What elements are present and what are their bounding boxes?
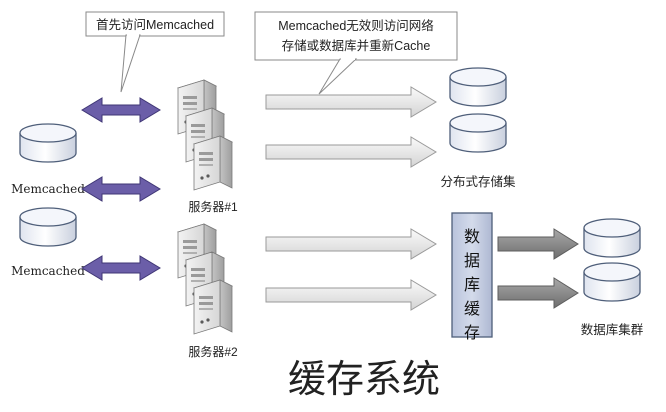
distributed-storage-label: 分布式存储集 — [440, 174, 516, 189]
db-cache-char-5: 存 — [464, 323, 480, 342]
server-group-1: 服务器#1 — [177, 79, 238, 214]
double-arrow-icon — [81, 97, 161, 123]
memcached-cylinder-icon — [19, 123, 77, 163]
db-cylinder-icon — [583, 218, 641, 258]
db-cluster: 数据库集群 — [581, 218, 644, 337]
callout-first-access: 首先访问Memcached — [85, 11, 225, 93]
dark-arrow-icon — [497, 277, 579, 309]
storage-cylinder-icon — [449, 67, 507, 107]
double-arrow-icon — [81, 255, 161, 281]
gray-arrow-icon — [265, 86, 437, 118]
server-icon — [193, 135, 233, 191]
memcached-node-1: Memcached — [11, 123, 85, 196]
server-group-2: 服务器#2 — [177, 223, 238, 359]
memcached-label-1: Memcached — [11, 182, 85, 196]
diagram-title: 缓存系统 — [288, 357, 440, 401]
db-cache-char-1: 数 — [464, 227, 480, 246]
storage-cylinder-icon — [449, 113, 507, 153]
gray-arrow-icon — [265, 228, 437, 260]
db-cache-char-3: 库 — [464, 275, 480, 294]
gray-arrow-icon — [265, 279, 437, 311]
server-icon — [193, 279, 233, 335]
db-cache-char-2: 据 — [464, 251, 480, 270]
callout-fallback-line2: 存储或数据库并重新Cache — [282, 38, 431, 53]
callout-fallback-line1: Memcached无效则访问网络 — [278, 18, 434, 33]
db-cylinder-icon — [583, 262, 641, 302]
memcached-label-2: Memcached — [11, 264, 85, 278]
callout-first-access-text: 首先访问Memcached — [96, 18, 214, 32]
db-cache-char-4: 缓 — [464, 299, 480, 318]
double-arrow-icon — [81, 176, 161, 202]
memcached-cylinder-icon — [19, 207, 77, 247]
callout-fallback: Memcached无效则访问网络 存储或数据库并重新Cache — [254, 11, 458, 95]
server-label-1: 服务器#1 — [188, 199, 238, 214]
dark-arrow-icon — [497, 228, 579, 260]
memcached-node-2: Memcached — [11, 207, 85, 278]
db-cache-box: 数 据 库 缓 存 — [451, 212, 493, 342]
db-cluster-label: 数据库集群 — [581, 322, 644, 337]
distributed-storage: 分布式存储集 — [440, 67, 516, 189]
server-label-2: 服务器#2 — [188, 344, 238, 359]
gray-arrow-icon — [265, 136, 437, 168]
